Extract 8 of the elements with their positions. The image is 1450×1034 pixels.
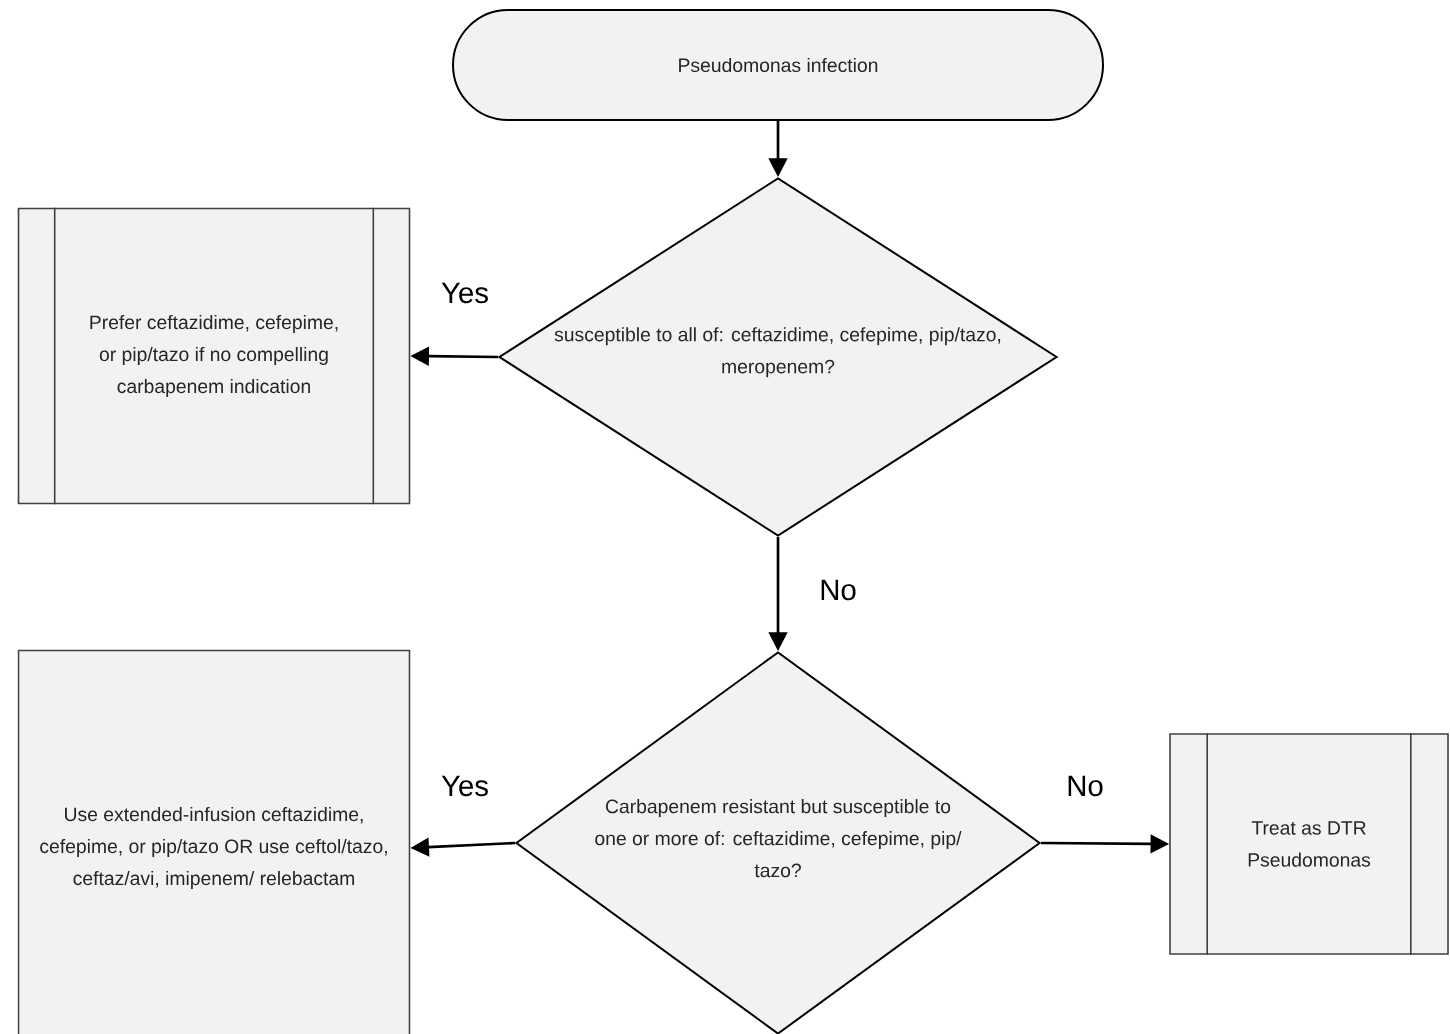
process-box: Use extended-infusion ceftazidime, cefepime, or pip/tazo OR use ceftol/tazo, ceftaz/avi, imipenem/ relebactam	[17, 649, 411, 1034]
edge-label: No	[1064, 774, 1106, 798]
predefined-process-box: Treat as DTR Pseudomonas	[1169, 732, 1449, 956]
predefined-process-box: Prefer ceftazidime, cefepime, or pip/tazo if no compelling carbapenem indication	[17, 206, 411, 506]
start-terminal: Pseudomonas infection	[452, 9, 1104, 121]
edge-label: Yes	[439, 774, 491, 798]
edge-label: No	[817, 578, 859, 602]
edge-label: Yes	[439, 281, 491, 305]
